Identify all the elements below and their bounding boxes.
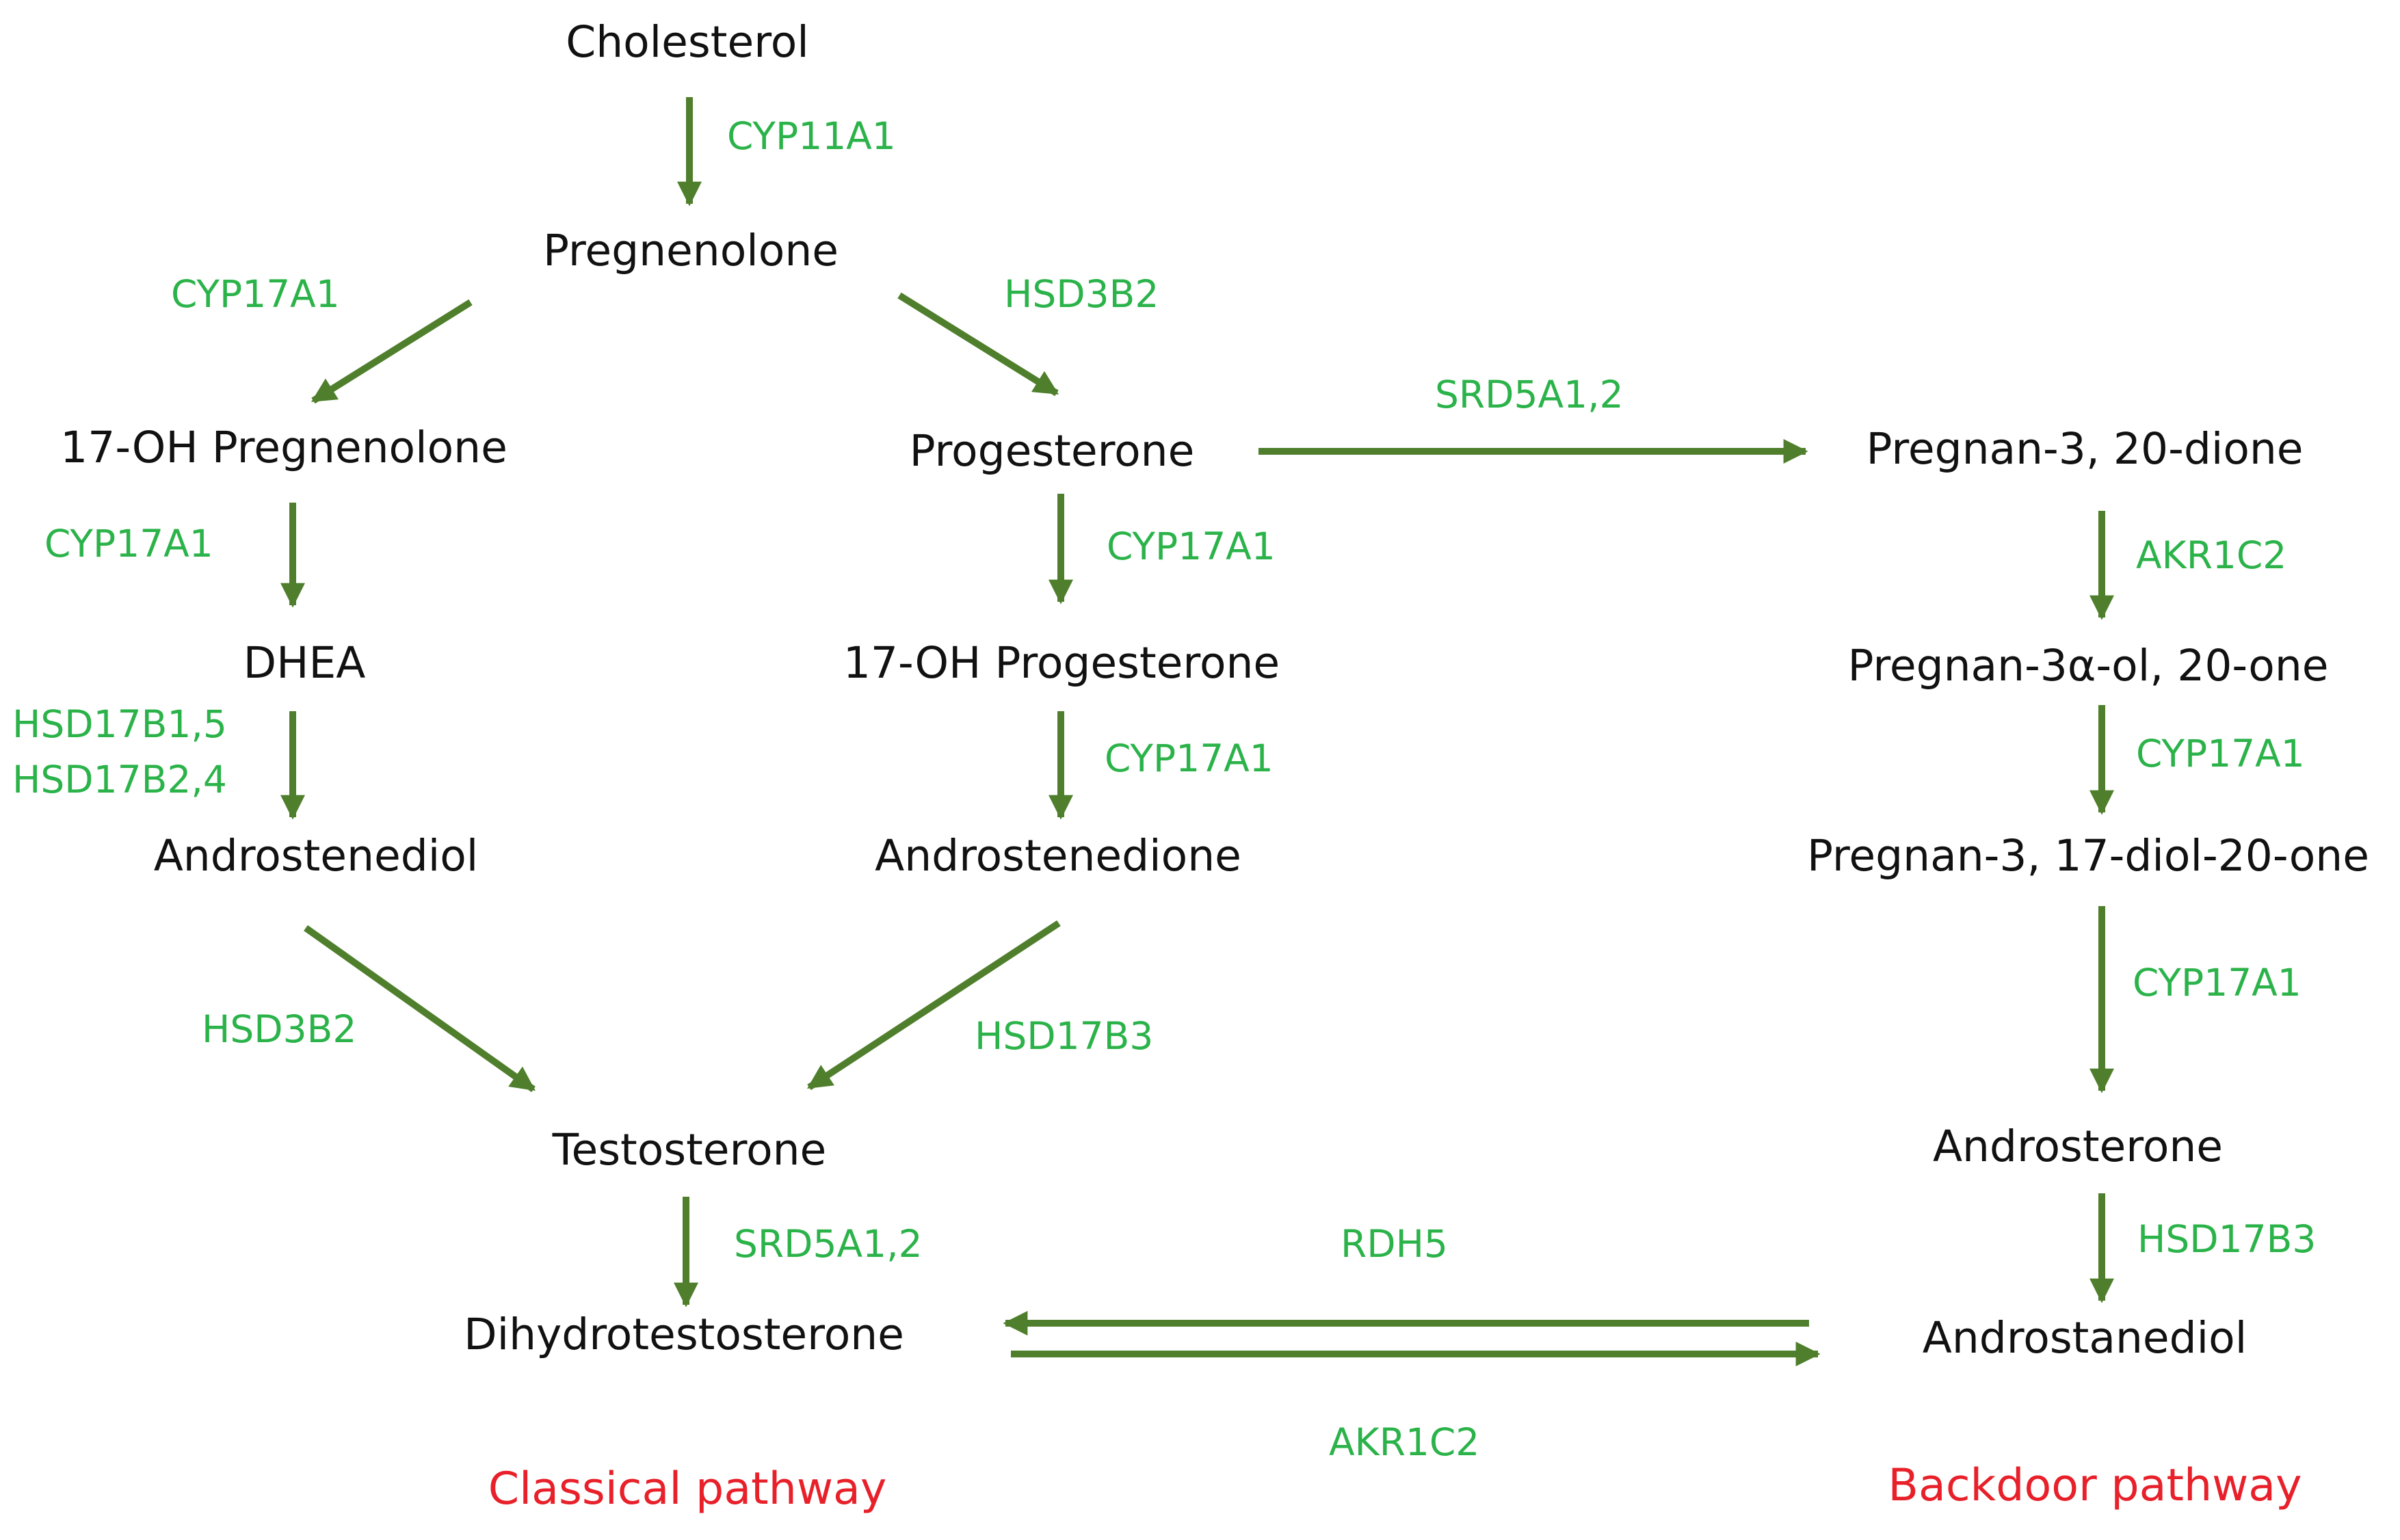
enzyme-cyp17a1-pregnan-3a-ol: CYP17A1	[2136, 732, 2305, 775]
enzyme-hsd3b2-androstenediol: HSD3B2	[202, 1007, 357, 1051]
pathway-classical-label: Classical pathway	[488, 1463, 887, 1515]
arrow-androstenedione-to-testosterone	[806, 920, 1061, 1091]
enzyme-akr1c2-pregnan-dione: AKR1C2	[2136, 533, 2287, 577]
arrow-pregnenolone-to-17oh-pregnenolone	[311, 299, 473, 404]
metabolite-androsterone: Androsterone	[1932, 1121, 2224, 1171]
enzyme-hsd17b3-androstenedione: HSD17B3	[975, 1014, 1154, 1058]
metabolite-pregnenolone: Pregnenolone	[542, 226, 839, 276]
metabolite-progesterone: Progesterone	[909, 426, 1195, 476]
enzyme-hsd3b2-pregnenolone: HSD3B2	[1004, 272, 1159, 316]
enzyme-cyp17a1-pregnenolone: CYP17A1	[171, 272, 340, 316]
enzyme-rdh5: RDH5	[1341, 1222, 1448, 1266]
enzyme-cyp17a1-pregnan-diol: CYP17A1	[2133, 961, 2302, 1005]
metabolite-17oh-progesterone: 17-OH Progesterone	[843, 638, 1280, 688]
arrow-androstenediol-to-testosterone	[304, 925, 536, 1093]
enzyme-hsd17b1-5: HSD17B1,5	[12, 702, 227, 746]
enzyme-cyp17a1-17oh-progesterone: CYP17A1	[1105, 736, 1274, 780]
arrow-pregnenolone-to-progesterone	[897, 292, 1059, 397]
metabolite-dihydrotestosterone: Dihydrotestosterone	[464, 1310, 904, 1359]
metabolite-androstenedione: Androstenedione	[875, 831, 1241, 881]
enzyme-akr1c2-dihydrotestosterone: AKR1C2	[1329, 1420, 1480, 1464]
metabolite-dhea: DHEA	[243, 638, 366, 688]
enzyme-hsd17b3-androsterone: HSD17B3	[2137, 1217, 2317, 1261]
metabolite-androstanediol: Androstanediol	[1922, 1313, 2247, 1363]
metabolite-androstenediol: Androstenediol	[153, 831, 479, 881]
metabolite-testosterone: Testosterone	[552, 1125, 827, 1175]
enzyme-cyp17a1-progesterone: CYP17A1	[1107, 525, 1276, 568]
metabolite-cholesterol: Cholesterol	[566, 17, 809, 67]
enzyme-cyp11a1: CYP11A1	[727, 114, 896, 158]
enzyme-srd5a1-2-testosterone: SRD5A1,2	[734, 1222, 923, 1266]
metabolite-pregnan-diol: Pregnan-3, 17-diol-20-one	[1807, 831, 2369, 881]
metabolite-pregnan-dione: Pregnan-3, 20-dione	[1866, 424, 2304, 474]
enzyme-hsd17b2-4: HSD17B2,4	[12, 758, 227, 801]
enzyme-cyp17a1-17oh-pregnenolone: CYP17A1	[44, 522, 213, 566]
pathway-backdoor-label: Backdoor pathway	[1888, 1460, 2302, 1511]
metabolite-17oh-pregnenolone: 17-OH Pregnenolone	[60, 423, 507, 473]
metabolite-pregnan-3a-ol: Pregnan-3α-ol, 20-one	[1847, 641, 2329, 691]
enzyme-srd5a1-2-progesterone: SRD5A1,2	[1435, 373, 1624, 416]
